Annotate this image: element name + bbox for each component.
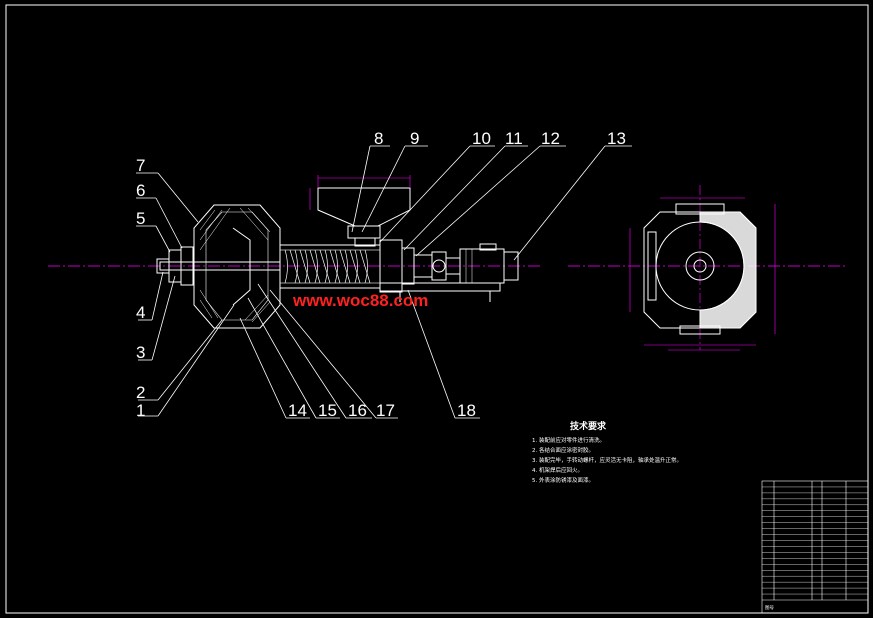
- drawing-frame: [5, 4, 869, 614]
- callout-10: 10: [472, 129, 491, 148]
- title-block: [761, 480, 869, 614]
- leader-lines: [136, 145, 632, 419]
- tech-requirements: 技术要求 1. 装配前应对零件进行清洗。 2. 各结合面应涂密封胶。 3. 装配…: [532, 420, 682, 484]
- side-view-dimensions: [629, 197, 776, 351]
- side-view: [643, 203, 757, 335]
- title-block-label: 图号: [765, 605, 774, 611]
- watermark-text: www.woc88.com: [292, 291, 428, 310]
- callout-9: 9: [410, 129, 419, 148]
- callout-17: 17: [376, 401, 395, 420]
- callout-11: 11: [505, 129, 523, 148]
- callout-13: 13: [607, 129, 626, 148]
- tech-requirement-line: 2. 各结合面应涂密封胶。: [532, 446, 594, 454]
- callout-7: 7: [136, 156, 145, 175]
- callout-labels: 1 2 3 4 5 6 7 8 9 10 11 12 13 14 15 16 1…: [136, 129, 626, 420]
- title-block-rows: [762, 486, 868, 595]
- callout-2: 2: [136, 383, 145, 402]
- callout-18: 18: [457, 401, 476, 420]
- callout-6: 6: [136, 181, 145, 200]
- callout-5: 5: [136, 209, 145, 228]
- tech-requirement-line: 5. 外表涂防锈漆及面漆。: [532, 476, 594, 484]
- tech-requirement-line: 3. 装配完毕，手转动螺杆，应灵活无卡阻，轴承处温升正常。: [532, 456, 682, 464]
- callout-1: 1: [136, 401, 145, 420]
- main-assembly: [156, 187, 519, 329]
- callout-15: 15: [318, 401, 337, 420]
- callout-14: 14: [288, 401, 307, 420]
- callout-8: 8: [374, 129, 383, 148]
- callout-3: 3: [136, 343, 145, 362]
- tech-requirements-title: 技术要求: [570, 420, 607, 432]
- callout-4: 4: [136, 303, 145, 322]
- callout-12: 12: [541, 129, 560, 148]
- tech-requirement-line: 4. 机架焊后应回火。: [532, 466, 583, 474]
- hopper-dimension: [309, 175, 411, 210]
- tech-requirement-line: 1. 装配前应对零件进行清洗。: [532, 436, 605, 444]
- callout-16: 16: [348, 401, 367, 420]
